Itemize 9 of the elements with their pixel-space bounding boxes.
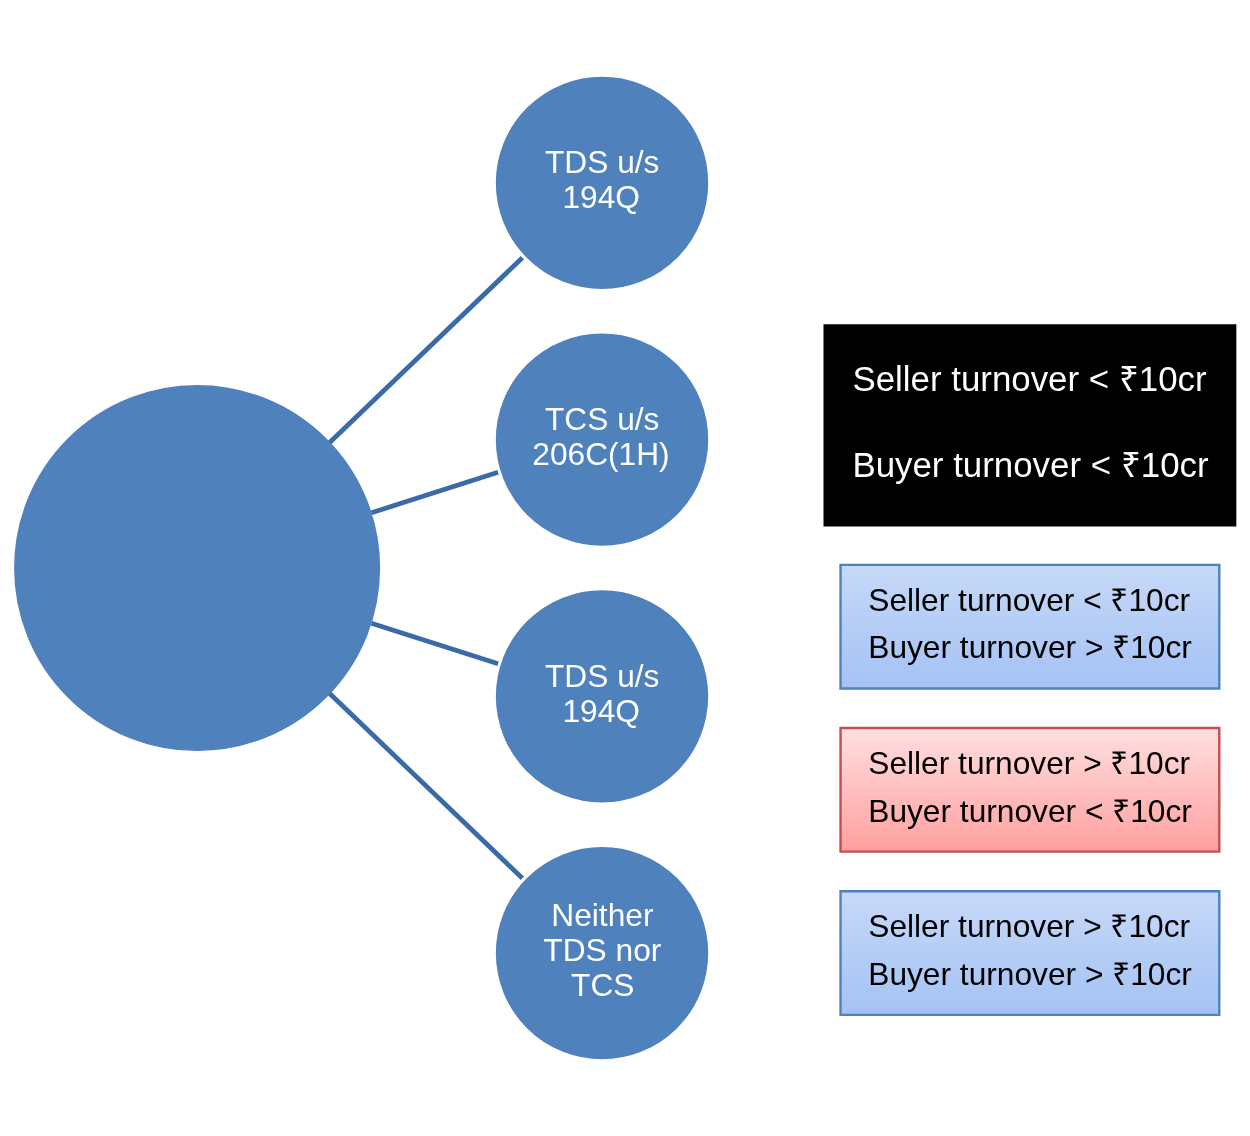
node-box: Seller turnover > ₹10cr Buyer turnover > ₹10cr [839,890,1221,1017]
connector [370,470,499,516]
node-box: Seller turnover < ₹10cr Buyer turnover > ₹10cr [839,563,1221,690]
node-circle [14,384,381,752]
node-box: Seller turnover > ₹10cr Buyer turnover < ₹10cr [839,726,1221,853]
connector [328,691,524,880]
node-box: Seller turnover < ₹10cr Buyer turnover < ₹10cr [823,324,1237,527]
connector [328,256,524,445]
connector [370,620,499,666]
